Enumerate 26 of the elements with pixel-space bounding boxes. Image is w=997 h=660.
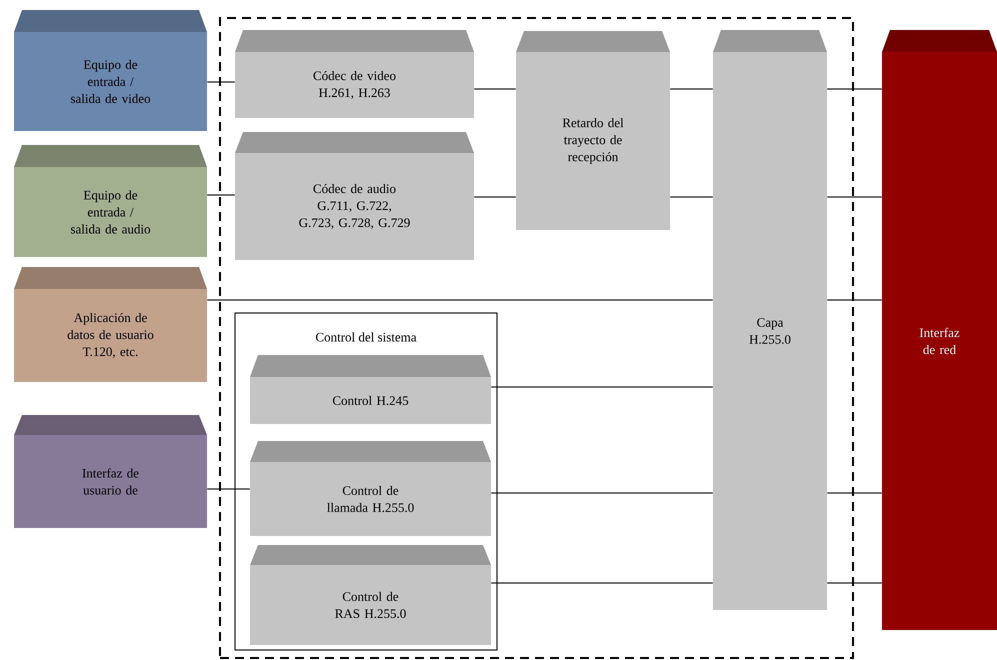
connector-line bbox=[670, 196, 714, 198]
dashed-frame bbox=[219, 17, 854, 659]
connector-line bbox=[826, 196, 882, 198]
block-box: Control de RAS H.255.0 bbox=[250, 545, 491, 645]
block-box: Control H.245 bbox=[250, 355, 491, 424]
block-box: Códec de audio G.711, G.722, G.723, G.728, G.729 bbox=[235, 132, 474, 260]
block-box: Capa H.255.0 bbox=[713, 30, 827, 610]
block-box: Interfaz de red bbox=[882, 30, 997, 630]
block-box: Retardo del trayecto de recepción bbox=[516, 31, 670, 230]
block-box: Interfaz de usuario de bbox=[14, 415, 207, 528]
block-box: Equipo de entrada / salida de audio bbox=[14, 145, 207, 257]
connector-line bbox=[490, 492, 714, 494]
connector-line bbox=[206, 194, 236, 196]
connector-line bbox=[474, 196, 516, 198]
connector-line bbox=[490, 582, 714, 584]
connector-line bbox=[826, 582, 882, 584]
block-box: Control de llamada H.255.0 bbox=[250, 441, 491, 536]
connector-line bbox=[490, 386, 714, 388]
connector-line bbox=[826, 88, 882, 90]
block-box: Códec de video H.261, H.263 bbox=[235, 30, 474, 118]
connector-line bbox=[474, 88, 516, 90]
block-box: Equipo de entrada / salida de video bbox=[14, 10, 207, 131]
connector-line bbox=[826, 492, 882, 494]
block-box: Aplicación de datos de usuario T.120, etc. bbox=[14, 267, 207, 382]
connector-line bbox=[206, 488, 250, 490]
connector-line bbox=[670, 88, 714, 90]
